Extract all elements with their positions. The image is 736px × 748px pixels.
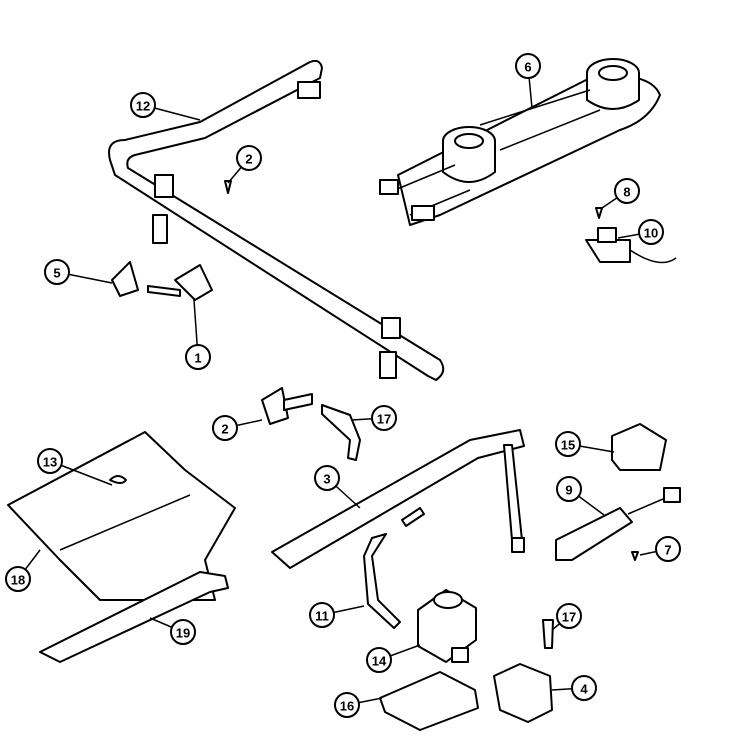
screw-2 [224,180,232,194]
regulator-14-part [417,589,477,663]
baffle-18-part [7,431,236,601]
tube-11b-part [401,507,425,527]
screw-8 [595,207,603,219]
callout-number: 12 [136,99,150,114]
callout-9-igniter: 9 [556,476,605,516]
callout-18-baffle: 18 [5,549,41,592]
callout-circle [185,344,211,370]
safety-valve-4-part [493,663,553,723]
callout-number: 2 [221,422,228,437]
callout-circle [170,619,196,645]
callout-circle [556,603,582,629]
callout-number: 16 [340,699,354,714]
callout-circle [556,476,582,502]
callout-19-broil-burner: 19 [149,617,196,645]
callout-13-clip: 13 [37,448,113,486]
callout-number: 18 [11,573,25,588]
callout-number: 4 [580,682,588,697]
callout-10-igniter-switch: 10 [617,219,664,245]
callout-circle [212,415,238,441]
callout-number: 13 [43,455,57,470]
manifold-tube-part [108,59,445,381]
tube-11-part [363,533,401,629]
callout-circle [309,602,335,628]
callout-number: 17 [562,610,576,625]
burner-assembly-part [379,58,661,226]
valve-bracket-part [111,261,139,297]
callout-5-valve-bracket: 5 [44,259,113,285]
callout-circle [366,647,392,673]
callout-number: 17 [377,412,391,427]
callout-number: 6 [524,60,531,75]
callout-circle [5,566,31,592]
callout-circle [614,178,640,204]
callout-circle [371,405,397,431]
callout-circle [236,145,262,171]
module-15-part [611,423,667,471]
callout-2-screw: 2 [227,145,262,184]
callout-number: 2 [245,152,252,167]
callout-number: 1 [194,351,201,366]
callout-circle [37,448,63,474]
callout-number: 19 [176,626,190,641]
bracket-16-part [379,671,479,731]
callout-2-valve: 2 [212,415,263,441]
callout-circle [334,692,360,718]
callout-number: 14 [372,654,387,669]
callout-circle [130,92,156,118]
callout-11-tube: 11 [309,602,365,628]
callout-number: 11 [315,609,329,624]
igniter-9-part [555,487,681,561]
callout-number: 3 [323,472,330,487]
callout-circle [314,465,340,491]
callout-circle [638,219,664,245]
callout-3-oven-burner-tube: 3 [314,465,361,509]
callout-17-fitting: 17 [551,603,582,631]
callout-circle [655,536,681,562]
callout-15-module: 15 [555,431,615,457]
callout-12-burner-manifold-tube: 12 [130,92,201,121]
callout-number: 9 [565,483,572,498]
broil-burner-19-part [39,571,229,663]
callout-number: 5 [53,266,60,281]
callout-circle [515,53,541,79]
callout-14-pressure-regulator: 14 [366,644,421,673]
callout-7-screw: 7 [639,536,681,562]
callout-6-burner-assembly: 6 [515,53,541,109]
callout-circle [555,431,581,457]
callout-circle [571,675,597,701]
callout-number: 10 [644,226,658,241]
callout-17-tube-fitting: 17 [351,405,397,431]
tube-fitting-17-part [321,404,361,461]
burner-valve-part [147,264,213,301]
valve-2-part [261,387,313,425]
callout-number: 8 [623,185,630,200]
callout-1-burner-valve: 1 [185,299,211,370]
fitting-17b-part [542,619,554,649]
callout-4-safety-valve: 4 [551,675,597,701]
callout-circle [44,259,70,285]
callout-number: 7 [664,543,671,558]
screw-7 [631,551,639,561]
oven-burner-tube-part [271,429,525,569]
callout-8-screw: 8 [601,178,640,209]
igniter-switch-part [585,227,677,264]
callout-number: 15 [561,438,575,453]
callout-16-bracket: 16 [334,692,383,718]
